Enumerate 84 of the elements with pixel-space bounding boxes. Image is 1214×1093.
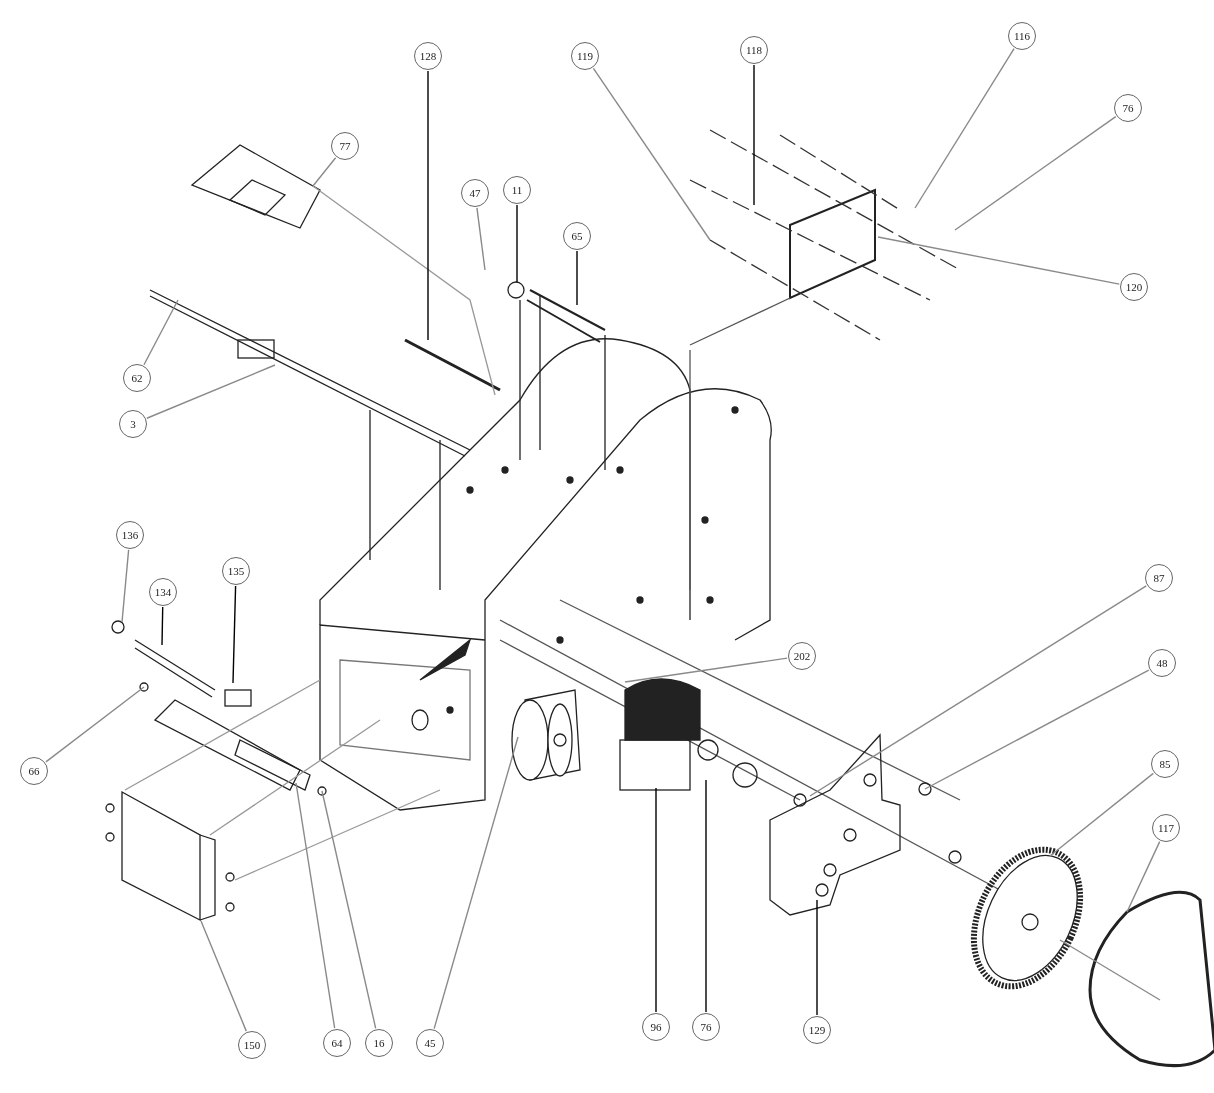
leader-line bbox=[312, 157, 337, 187]
callout-circle bbox=[503, 176, 531, 204]
leader-line bbox=[1126, 840, 1161, 913]
callout-number: 76 bbox=[1122, 102, 1134, 114]
leader-line bbox=[924, 669, 1150, 790]
callout-circle bbox=[1148, 649, 1176, 677]
callout-number: 64 bbox=[331, 1037, 343, 1049]
callout-number: 129 bbox=[808, 1024, 826, 1036]
leader-line bbox=[816, 899, 818, 1016]
callout-number: 11 bbox=[511, 184, 523, 196]
leader-line bbox=[427, 70, 429, 341]
callout-circle bbox=[1114, 94, 1142, 122]
callout-circle bbox=[1152, 814, 1180, 842]
leader-line bbox=[954, 115, 1117, 231]
callout-circle bbox=[119, 410, 147, 438]
leader-line bbox=[753, 64, 755, 206]
callout-circle bbox=[20, 757, 48, 785]
callout-circle bbox=[461, 179, 489, 207]
callout-number: 66 bbox=[28, 765, 40, 777]
callout-number: 135 bbox=[227, 565, 245, 577]
leader-line bbox=[433, 736, 519, 1030]
callout-number: 134 bbox=[154, 586, 172, 598]
callout-number: 48 bbox=[1156, 657, 1168, 669]
leader-line bbox=[321, 790, 377, 1030]
callout-number: 202 bbox=[793, 650, 811, 662]
callout-number: 150 bbox=[243, 1039, 261, 1051]
callout-circle bbox=[149, 578, 177, 606]
leader-line bbox=[1049, 772, 1154, 857]
leader-line bbox=[476, 207, 486, 271]
callout-number: 3 bbox=[130, 418, 136, 430]
leader-line bbox=[143, 299, 179, 366]
leader-line bbox=[121, 549, 130, 623]
callout-circle bbox=[331, 132, 359, 160]
leader-line bbox=[232, 585, 237, 684]
callout-number: 96 bbox=[650, 1021, 662, 1033]
leader-line bbox=[877, 236, 1120, 285]
callout-circle bbox=[116, 521, 144, 549]
callout-number: 65 bbox=[571, 230, 583, 242]
callout-number: 118 bbox=[745, 44, 763, 56]
leader-line bbox=[655, 787, 657, 1013]
callout-number: 47 bbox=[469, 187, 481, 199]
callout-number: 45 bbox=[424, 1037, 436, 1049]
callout-number: 117 bbox=[1157, 822, 1175, 834]
callout-circle bbox=[1151, 750, 1179, 778]
leader-line bbox=[295, 782, 336, 1029]
callout-circle bbox=[323, 1029, 351, 1057]
leader-line bbox=[161, 606, 164, 646]
callout-circle bbox=[692, 1013, 720, 1041]
leader-line bbox=[200, 920, 247, 1032]
leader-line bbox=[624, 657, 788, 683]
callout-number: 87 bbox=[1153, 572, 1165, 584]
leader-line bbox=[516, 204, 518, 283]
leader-line bbox=[146, 364, 276, 419]
leader-line bbox=[45, 686, 145, 763]
callout-circle bbox=[414, 42, 442, 70]
callout-circle bbox=[1008, 22, 1036, 50]
leader-line bbox=[914, 48, 1015, 209]
callout-circle bbox=[740, 36, 768, 64]
callout-number: 119 bbox=[576, 50, 594, 62]
callout-number: 120 bbox=[1125, 281, 1143, 293]
callout-circle bbox=[563, 222, 591, 250]
leader-line bbox=[705, 779, 707, 1013]
callout-circle bbox=[1120, 273, 1148, 301]
leader-line bbox=[576, 250, 578, 306]
callout-circle bbox=[123, 364, 151, 392]
leader-line bbox=[809, 585, 1147, 797]
callout-number: 76 bbox=[700, 1021, 712, 1033]
callout-circle bbox=[222, 557, 250, 585]
callout-number: 77 bbox=[339, 140, 351, 152]
callout-circle bbox=[571, 42, 599, 70]
callout-circle bbox=[642, 1013, 670, 1041]
callout-number: 62 bbox=[131, 372, 143, 384]
callout-number: 136 bbox=[121, 529, 139, 541]
callout-circle bbox=[1145, 564, 1173, 592]
callout-number: 85 bbox=[1159, 758, 1171, 770]
callout-circle bbox=[788, 642, 816, 670]
callout-circle bbox=[803, 1016, 831, 1044]
callout-circle bbox=[416, 1029, 444, 1057]
callout-number: 128 bbox=[419, 50, 437, 62]
callout-number: 116 bbox=[1013, 30, 1031, 42]
callout-circle bbox=[238, 1031, 266, 1059]
callout-number: 16 bbox=[373, 1037, 385, 1049]
leader-line bbox=[592, 67, 711, 241]
callout-circle bbox=[365, 1029, 393, 1057]
